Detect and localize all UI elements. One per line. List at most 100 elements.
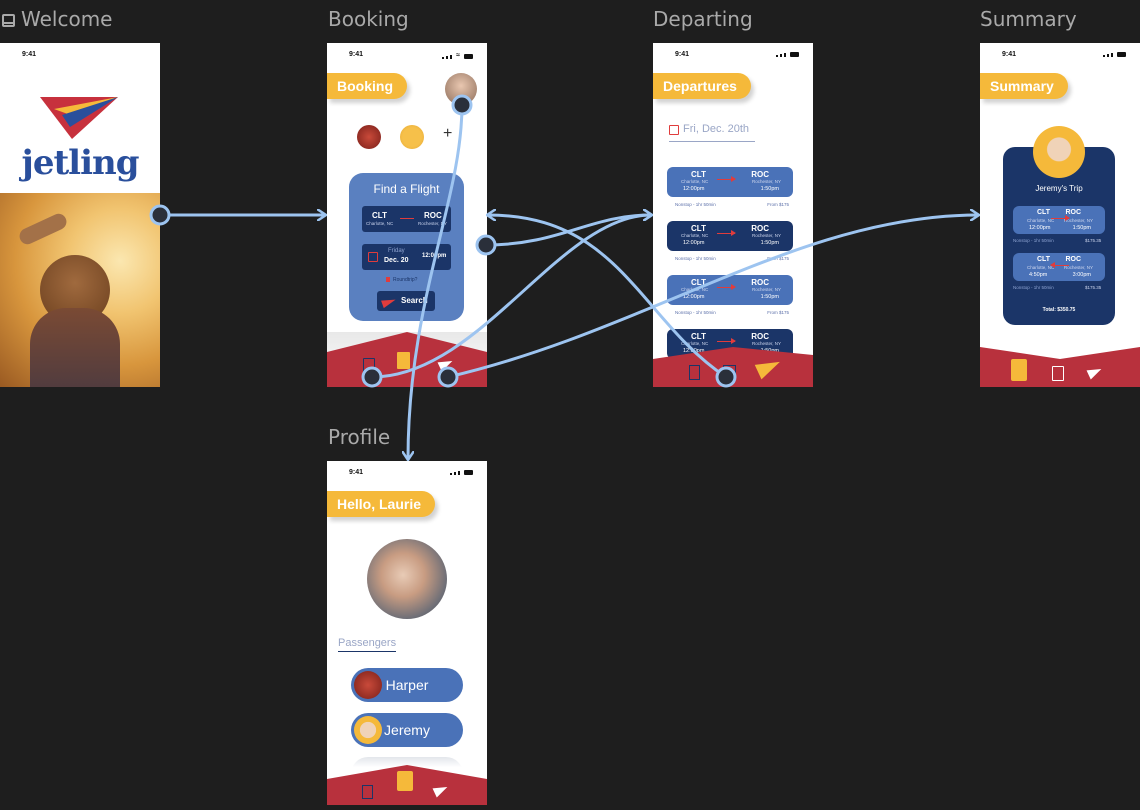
flight-to-code: ROC [1065,209,1081,216]
find-flight-card: Find a Flight CLT Charlotte, NC ROC Roch… [349,173,464,321]
flight-to-city: Rochester, NY [1063,265,1093,270]
route-to-code: ROC [424,211,442,220]
frame-label-profile[interactable]: Profile [328,425,391,449]
flight-from-city: Charlotte, NC [681,233,709,238]
flight-nonstop: Nonstop - 1hr 50min [675,310,716,315]
flight-from-code: CLT [691,278,706,287]
route-arrow-icon [717,230,736,236]
route-selector[interactable]: CLT Charlotte, NC ROC Rochester, NY [362,206,451,232]
toy-plane-icon [16,211,70,247]
flight-nonstop: Nonstop - 1hr 50min [675,202,716,207]
route-arrow-icon [717,338,736,344]
calendar-icon [669,125,679,135]
flight-depart-time: 12:00pm [683,186,705,192]
bottom-nav [980,347,1140,387]
passenger-avatar-jeremy[interactable] [400,125,424,149]
child-body [30,308,120,387]
hero-photo [0,193,160,387]
profile-frame[interactable]: 9:41 Hello, Laurie Passengers Harper Jer… [327,461,487,805]
book-icon[interactable] [723,365,736,380]
flight-arrive-time: 1:50pm [760,240,779,246]
route-arrow-icon [1050,262,1069,268]
profile-photo[interactable] [367,539,447,619]
plane-icon [381,295,397,309]
booking-frame[interactable]: 9:41 ≈ Booking + Find a Flight CLT Charl… [327,43,487,387]
return-nonstop: Nonstop - 1hr 50min [1013,285,1054,290]
flight-from-code: CLT [691,332,706,341]
passenger-harper-button[interactable]: Harper [351,668,463,702]
route-arrow-icon [717,284,736,290]
ticket-icon[interactable] [362,785,373,799]
calendar-icon [368,252,378,262]
passenger-jeremy-button[interactable]: Jeremy [351,713,463,747]
date-selector[interactable]: Friday Dec. 20 12:00pm [362,244,451,270]
route-arrow-icon [1051,215,1070,221]
bottom-nav [327,747,487,805]
flight-from-city: Charlotte, NC [681,179,709,184]
route-from-code: CLT [372,211,387,220]
book-icon[interactable] [397,352,410,369]
connection-booking-to-departing [485,215,651,247]
ticket-icon[interactable] [689,365,700,380]
flight-from-code: CLT [691,170,706,179]
outbound-price: $175.35 [1085,238,1102,243]
roundtrip-toggle[interactable]: Roundtrip? [386,277,417,283]
logo-text: jetling [21,143,140,183]
profile-avatar-button[interactable] [445,73,477,105]
page-title: Booking [327,73,407,99]
status-bar: 9:41 ≈ [327,49,487,61]
frame-label-departing[interactable]: Departing [653,7,753,31]
flight-from-city: Charlotte, NC [681,341,709,346]
flight-price: From $175 [767,202,789,207]
status-bar: 9:41 [327,467,487,479]
trip-title: Jeremy's Trip [1035,184,1083,193]
ticket-icon[interactable] [363,358,375,374]
route-arrow-icon [717,176,736,182]
frame-label-summary[interactable]: Summary [980,7,1077,31]
date-day: Friday [388,248,405,254]
battery-icon [790,52,799,57]
wifi-icon: ≈ [456,52,460,59]
passenger-avatar-jeremy [354,716,382,744]
toggle-icon [386,277,390,282]
page-title: Hello, Laurie [327,491,436,517]
flight-to-city: Rochester, NY [751,287,781,292]
flight-from-city: Charlotte, NC [1027,265,1055,270]
add-passenger-button[interactable]: + [443,125,453,142]
flight-price: From $175 [767,310,789,315]
flight-to-code: ROC [1065,256,1081,263]
book-icon[interactable] [1052,366,1064,381]
flight-depart-time: 4:50pm [1029,272,1048,278]
welcome-frame[interactable]: 9:41 jetling [0,43,160,387]
frame-label-welcome[interactable]: Welcome [2,7,112,31]
frame-label-booking[interactable]: Booking [328,7,409,31]
flight-depart-time: 12:00pm [683,240,705,246]
flight-nonstop: Nonstop - 1hr 50min [675,256,716,261]
date-field[interactable]: Fri, Dec. 20th [669,123,755,142]
flight-arrive-time: 1:50pm [1072,225,1091,231]
date-value: Dec. 20 [384,257,409,264]
passenger-avatar-harper [354,671,382,699]
ticket-icon[interactable] [1011,359,1027,381]
search-button[interactable]: Search [377,291,435,311]
flight-from-code: CLT [1037,256,1051,263]
flight-from-city: Charlotte, NC [681,287,709,292]
flight-to-city: Rochester, NY [751,341,781,346]
route-to-city: Rochester, NY [418,221,448,226]
flight-to-code: ROC [751,224,769,233]
return-price: $175.35 [1085,285,1102,290]
passenger-avatar-jeremy [1033,126,1085,178]
passenger-avatar-harper[interactable] [357,125,381,149]
flight-to-code: ROC [751,278,769,287]
book-icon[interactable] [397,771,413,791]
time-value: 12:00pm [422,253,447,259]
trip-total: Total: $350.75 [1042,307,1076,313]
